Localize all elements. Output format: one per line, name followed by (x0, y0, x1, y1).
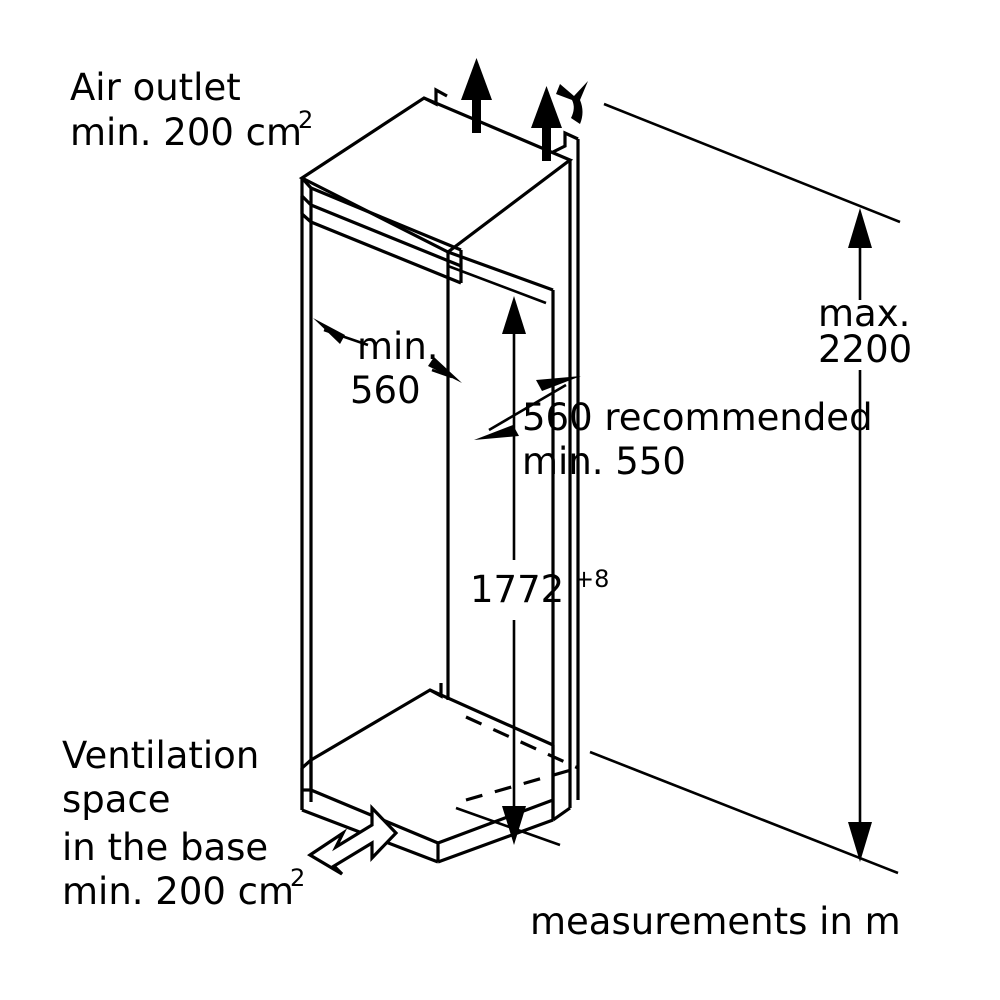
arrow-up-icon-right (531, 86, 562, 161)
top-rail-upper-front (310, 186, 462, 252)
ventilation-line1: Ventilation (62, 734, 259, 777)
label-measurement-unit-note: measurements in m (530, 900, 901, 943)
top-rail-lower-front (310, 203, 462, 268)
hollow-arrow-up-right-icon (306, 804, 399, 876)
ventilation-superscript: 2 (290, 864, 305, 892)
height-value-label: 1772 (470, 568, 564, 611)
top-panel-notch-left (423, 87, 448, 107)
top-panel-notch-right (552, 130, 579, 154)
base-left-cap (300, 758, 313, 770)
label-base-ventilation: Ventilation space in the base min. 200 c… (62, 734, 305, 913)
base-top-surface-front (310, 688, 554, 762)
arrow-up-icon-left (461, 58, 492, 133)
max-height-label-line1: max. (818, 292, 910, 335)
dimension-niche-depth: 560 recommended min. 550 (474, 376, 873, 483)
width-label-line1: min. (357, 325, 439, 368)
airflow-arrows-group (461, 58, 588, 161)
footer-note: measurements in m (530, 900, 901, 943)
max-height-label-line2: 2200 (818, 328, 912, 371)
arrowhead-icon-leader (556, 81, 588, 124)
dimension-niche-height: 1772 +8 (447, 264, 609, 847)
top-panel-surface (298, 96, 574, 254)
right-panel-top-front-bevel (447, 250, 554, 292)
base-right-outer-cap (552, 806, 571, 822)
base-hidden-rear-edge (465, 715, 579, 770)
dimension-max-height: max. 2200 (589, 102, 912, 875)
ventilation-line2: space (62, 778, 171, 821)
ventilation-line4: min. 200 cm (62, 870, 294, 913)
label-air-outlet: Air outlet min. 200 cm 2 (70, 66, 313, 154)
base-bottom-front-to-right (437, 818, 554, 864)
depth-label-line2: min. 550 (522, 440, 686, 483)
base-notch (429, 683, 443, 699)
height-tolerance-label: +8 (574, 565, 609, 593)
air-outlet-line1: Air outlet (70, 66, 241, 109)
front-rail-band-lower (310, 220, 462, 285)
top-rail-left-cap-b (300, 176, 313, 190)
air-outlet-superscript: 2 (298, 106, 313, 134)
depth-label-line1: 560 recommended (522, 396, 873, 439)
dimension-niche-width: min. 560 (313, 318, 462, 412)
width-label-line2: 560 (350, 369, 421, 412)
air-outlet-line2: min. 200 cm (70, 111, 302, 154)
front-rail-left-cap (300, 212, 313, 224)
ventilation-line3: in the base (62, 826, 268, 869)
base-hidden-rear-bottom (465, 766, 579, 802)
